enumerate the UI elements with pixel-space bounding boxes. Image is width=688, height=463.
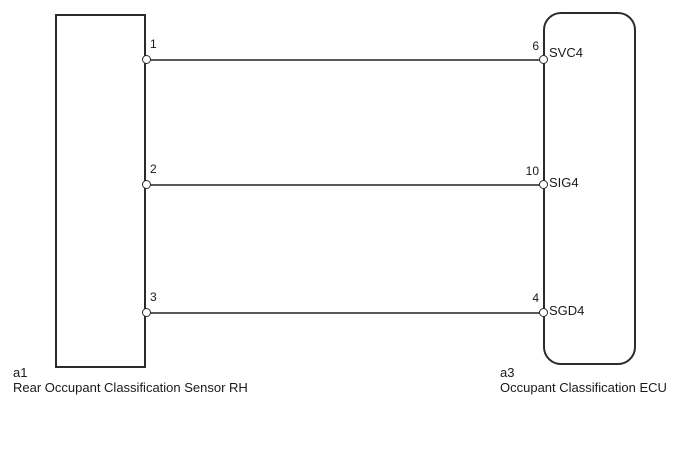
component-id-a3: a3 [500, 365, 515, 380]
component-name-a3: Occupant Classification ECU [500, 380, 667, 395]
pin-connector-a3-4 [539, 308, 548, 317]
pin-connector-a1-1 [142, 55, 151, 64]
sensor-box-outline [55, 14, 146, 368]
wire-svc4 [146, 59, 543, 61]
pin-connector-a3-6 [539, 55, 548, 64]
pin-number-a1-3: 3 [150, 290, 157, 304]
component-id-a1: a1 [13, 365, 28, 380]
wire-sgd4 [146, 312, 543, 314]
pin-number-a3-6: 6 [532, 39, 539, 53]
pin-connector-a1-3 [142, 308, 151, 317]
wire-sig4 [146, 184, 543, 186]
pin-number-a1-2: 2 [150, 162, 157, 176]
terminal-label-svc4: SVC4 [549, 45, 583, 60]
pin-connector-a3-10 [539, 180, 548, 189]
component-name-a1: Rear Occupant Classification Sensor RH [13, 380, 248, 395]
pin-number-a3-10: 10 [525, 164, 539, 178]
terminal-label-sig4: SIG4 [549, 175, 579, 190]
pin-number-a1-1: 1 [150, 37, 157, 51]
terminal-label-sgd4: SGD4 [549, 303, 585, 318]
pin-connector-a1-2 [142, 180, 151, 189]
pin-number-a3-4: 4 [532, 291, 539, 305]
